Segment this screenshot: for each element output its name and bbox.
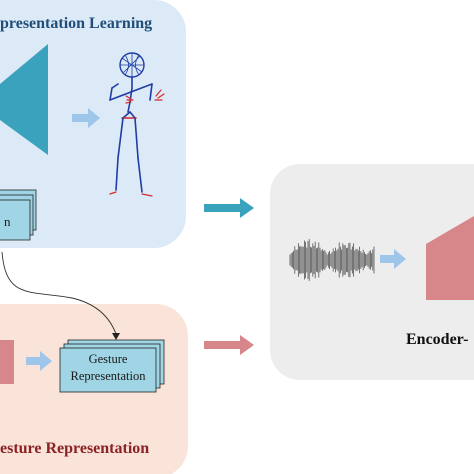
salmon-arrow [204, 335, 254, 355]
audio-waveform-icon [289, 239, 375, 281]
light-arrow-right [380, 249, 406, 269]
right-panel [270, 164, 474, 380]
curved-connector [1, 251, 117, 335]
bottom-salmon-shape [0, 340, 14, 384]
gesture-stacked-box [59, 339, 165, 393]
gesture-box-label-line2: Representation [70, 369, 146, 383]
top-box-label: n [4, 214, 11, 229]
top-stacked-box [0, 189, 37, 241]
light-arrow-top [72, 108, 100, 128]
encoder-trapezoid [0, 44, 48, 155]
top-panel-title: presentation Learning [0, 15, 153, 32]
encoder-salmon-trapezoid [426, 216, 474, 300]
skeleton-figure-icon [109, 52, 165, 197]
right-panel-title: Encoder- [406, 331, 469, 348]
teal-arrow [204, 198, 254, 218]
light-arrow-bottom [26, 351, 52, 371]
connector-arrowhead [112, 333, 120, 340]
bottom-panel-title: esture Representation [0, 440, 150, 457]
gesture-box-label-line1: Gesture [88, 352, 128, 366]
